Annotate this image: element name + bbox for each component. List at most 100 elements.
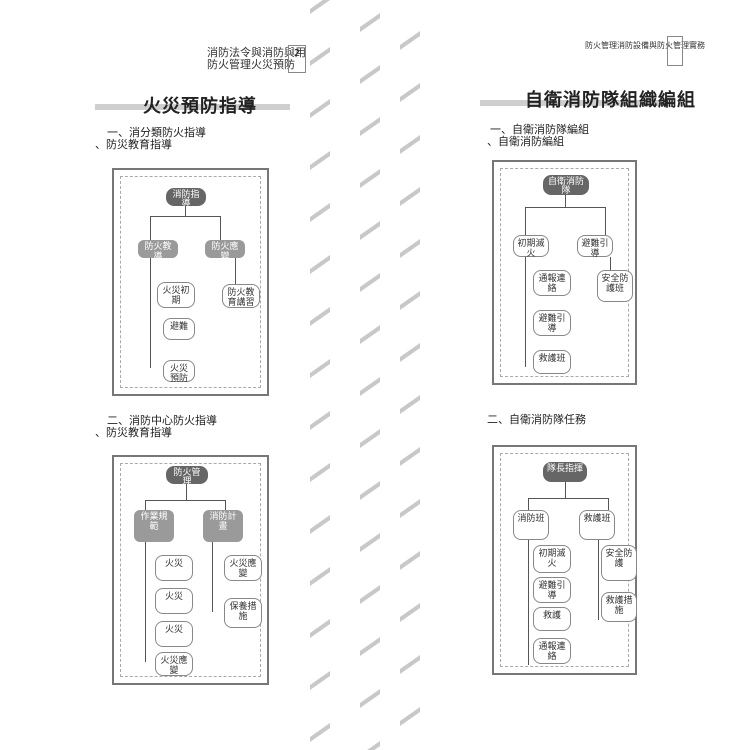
gutter-stripe [310,202,330,223]
right-d2-branch-2: 救護班 [579,510,615,540]
connector [150,258,151,368]
gutter-stripe [360,116,380,137]
left-d2-leaf-4: 火災應變 [224,555,262,581]
gutter-stripe [400,290,420,311]
gutter-stripe [400,238,420,259]
left-section2-label: 二、消防中心防火指導 [107,414,217,427]
left-d2-branch-1: 作業規範 [134,510,174,542]
gutter-stripe [360,324,380,345]
left-d1-branch-1: 防火教導 [138,240,178,262]
connector [605,207,606,235]
gutter-stripe [360,532,380,553]
connector [235,258,236,286]
left-header-line2: 防火管理火災預防 [207,58,295,71]
right-section1-label: 一、自衛消防隊編組 [490,123,589,136]
right-d2-root: 隊長指揮 [543,462,587,482]
connector [610,257,611,271]
left-diagram1-inner [120,176,261,388]
connector [528,498,529,510]
gutter-stripe [310,462,330,483]
connector [145,542,146,662]
gutter-stripe [400,654,420,675]
left-section1-sublabel: 、防災教育指導 [95,138,172,151]
left-d2-leaf-1: 火災 [155,555,193,581]
gutter-stripe [400,134,420,155]
left-d2-leaf-6: 火災應變 [155,652,193,676]
gutter-stripe [400,186,420,207]
left-d1-leaf-3: 防火教育講習 [222,284,260,308]
gutter-stripes [305,0,425,750]
right-d2-leaf-2: 避難引導 [533,577,571,603]
right-title-bar [480,100,670,106]
left-d2-leaf-3: 火災 [155,621,193,647]
gutter-stripe [360,428,380,449]
right-d1-root: 自衛消防隊 [543,175,589,196]
gutter-stripe [400,82,420,103]
left-d2-leaf-5: 保養措施 [224,598,262,628]
gutter-stripe [310,254,330,275]
left-d2-branch-2: 消防計畫 [203,510,243,542]
connector [150,216,151,240]
left-d1-leaf-2: 避難 [163,318,195,340]
connector [598,540,599,620]
left-page-title: 火災預防指導 [143,96,257,117]
gutter-stripe [310,410,330,431]
gutter-stripe [360,636,380,657]
connector [186,484,187,500]
left-header-line1: 消防法令與消防與用 [207,46,306,59]
right-section1-sublabel: 、自衛消防編組 [487,135,564,148]
gutter-stripe [310,98,330,119]
left-d1-root: 消防指導 [166,188,206,209]
left-d1-leaf-4: 火災預防 [163,360,195,384]
right-d1-leaf-3: 救護班 [533,350,571,374]
gutter-stripe [360,584,380,605]
gutter-stripe [310,618,330,639]
gutter-stripe [310,514,330,535]
gutter-stripe [400,394,420,415]
gutter-stripe [360,64,380,85]
connector [525,257,526,367]
gutter-stripe [360,12,380,33]
right-d2-leaf-4: 通報連絡 [533,638,571,664]
connector [525,207,526,235]
gutter-stripe [400,446,420,467]
connector [528,498,608,499]
right-d2-leaf-1: 初期滅火 [533,545,571,573]
left-section2-sublabel: 、防災教育指導 [95,426,172,439]
connector [528,540,529,665]
right-d2-branch-1: 消防班 [513,510,549,540]
connector [565,482,566,498]
right-d1-leaf-2: 避難引導 [533,310,571,336]
gutter-stripe [360,740,380,750]
right-d1-leaf-1: 通報連絡 [533,270,571,296]
left-page-number: 2 [288,45,306,73]
left-d2-root: 防火管理 [166,466,208,487]
gutter-stripe [310,306,330,327]
gutter-stripe [360,480,380,501]
connector [185,206,186,216]
connector [525,207,605,208]
gutter-stripe [310,46,330,67]
connector [608,498,609,510]
left-section1-label: 一、消分類防火指導 [107,126,206,139]
right-d1-branch-2: 避難引導 [577,235,613,259]
connector [150,216,220,217]
right-d2-leaf-3: 救護 [533,607,571,631]
gutter-stripe [310,0,330,15]
gutter-stripe [400,602,420,623]
gutter-stripe [360,220,380,241]
gutter-stripe [310,670,330,691]
gutter-stripe [400,706,420,727]
left-d1-leaf-1: 火災初期 [157,282,195,308]
gutter-stripe [400,30,420,51]
left-title-bar [95,104,290,110]
gutter-stripe [310,722,330,743]
connector [225,500,226,510]
left-d2-leaf-2: 火災 [155,588,193,614]
right-d2-leaf-6: 救護措施 [601,592,637,622]
connector [145,500,146,510]
gutter-stripe [360,688,380,709]
right-d1-leaf-4: 安全防護班 [597,270,633,302]
right-header-box [667,36,683,66]
gutter-stripe [310,566,330,587]
